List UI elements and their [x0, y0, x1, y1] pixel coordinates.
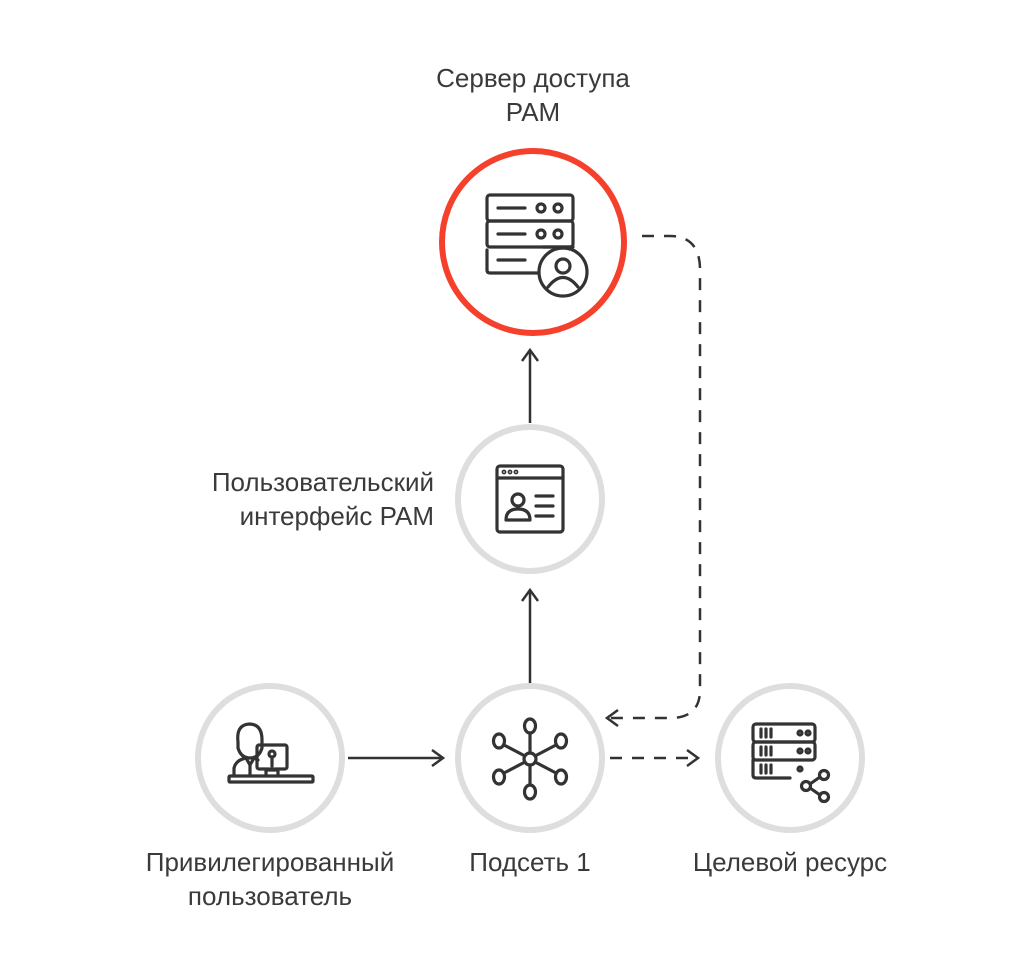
pam-server-label-line1: Сервер доступа [436, 63, 630, 93]
pam-ui-node[interactable] [455, 424, 605, 574]
priv-user-label-line1: Привилегированный [145, 847, 395, 877]
user-computer-icon [227, 722, 315, 784]
server-share-icon [751, 722, 831, 804]
subnet-label: Подсеть 1 [469, 847, 591, 877]
subnet-node[interactable] [455, 683, 605, 833]
dashed-arrow-server-to-subnet [607, 234, 702, 718]
pam-server-label-line2: PAM [505, 97, 561, 127]
pam-server-node[interactable] [439, 148, 627, 336]
priv-user-label-line2: пользователь [187, 881, 353, 911]
priv-user-label: Привилегированный пользователь [146, 845, 394, 913]
network-hub-icon [491, 717, 569, 801]
browser-profile-icon [495, 464, 565, 534]
pam-ui-label-line2: интерфейс PAM [239, 501, 434, 531]
target-label: Целевой ресурс [692, 847, 888, 877]
pam-ui-label: Пользовательский интерфейс PAM [212, 465, 434, 533]
server-user-icon [485, 193, 589, 298]
pam-server-label: Сервер доступа PAM [436, 61, 630, 129]
target-node[interactable] [715, 683, 865, 833]
pam-ui-label-line1: Пользовательский [211, 467, 434, 497]
